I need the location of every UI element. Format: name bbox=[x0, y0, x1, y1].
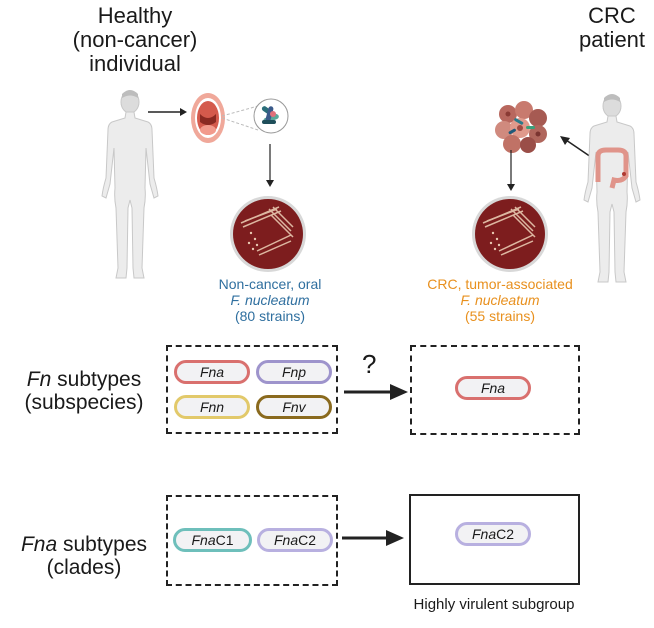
clade-row-label: Fna subtypes (clades) bbox=[4, 533, 164, 579]
healthy-human-icon bbox=[101, 90, 159, 279]
pill-label: Fna bbox=[480, 380, 506, 396]
pill-fna-output: Fna bbox=[455, 376, 531, 400]
crc-title-line: CRC bbox=[588, 3, 636, 28]
pill-label: Fna bbox=[199, 364, 225, 380]
pill-label-italic: Fna bbox=[471, 526, 497, 542]
clade-label-line2: (clades) bbox=[46, 556, 122, 579]
subspecies-label-italic: Fn bbox=[26, 368, 52, 391]
subspecies-label-line2: (subspecies) bbox=[24, 391, 144, 414]
pill-fna-c1: Fna C1 bbox=[173, 528, 252, 552]
pill-fna-c2: Fna C2 bbox=[257, 528, 333, 552]
arrow-clade bbox=[342, 530, 404, 546]
subspecies-label-rest: subtypes bbox=[51, 368, 142, 391]
clade-label-italic: Fna bbox=[20, 533, 58, 556]
pill-label: Fnp bbox=[281, 364, 307, 380]
pill-fna-c2-output: Fna C2 bbox=[455, 522, 531, 546]
arrow-to-plate-left bbox=[266, 144, 274, 187]
pill-fna: Fna bbox=[174, 360, 250, 384]
crc-caption-species: F. nucleatum bbox=[460, 292, 540, 308]
subspecies-input-box: Fna Fnp Fnn Fnv bbox=[166, 345, 338, 434]
clade-output-box: Fna C2 bbox=[409, 494, 580, 585]
healthy-caption-count: (80 strains) bbox=[234, 308, 306, 324]
tumor-cluster-icon bbox=[495, 101, 547, 153]
crc-patient-title: CRC patient bbox=[570, 4, 654, 52]
highly-virulent-caption: Highly virulent subgroup bbox=[413, 596, 575, 613]
healthy-title-line: Healthy bbox=[97, 3, 173, 28]
pill-label-suffix: C1 bbox=[215, 532, 234, 548]
clade-input-box: Fna C1 Fna C2 bbox=[166, 495, 338, 586]
crc-caption-line1: CRC, tumor-associated bbox=[427, 276, 573, 292]
crc-caption: CRC, tumor-associated F. nucleatum (55 s… bbox=[400, 276, 600, 324]
crc-patient-human-icon bbox=[583, 94, 641, 283]
healthy-individual-title: Healthy (non-cancer) individual bbox=[40, 4, 230, 76]
subspecies-output-box: Fna bbox=[410, 345, 580, 435]
crc-title-line: patient bbox=[578, 27, 646, 52]
subspecies-row-label: Fn subtypes (subspecies) bbox=[4, 368, 164, 414]
healthy-caption-line1: Non-cancer, oral bbox=[218, 276, 322, 292]
pill-label-italic: Fna bbox=[191, 532, 216, 548]
open-mouth-icon bbox=[191, 93, 225, 143]
pill-label: Fnv bbox=[282, 399, 306, 415]
arrow-to-plate-right bbox=[507, 150, 515, 191]
question-mark: ? bbox=[362, 349, 377, 379]
healthy-title-line: (non-cancer) bbox=[72, 27, 198, 52]
healthy-caption: Non-cancer, oral F. nucleatum (80 strain… bbox=[170, 276, 370, 324]
pill-label-italic: Fna bbox=[273, 532, 299, 548]
pill-label-suffix: C2 bbox=[298, 532, 317, 548]
petri-dish-icon bbox=[230, 196, 306, 272]
arrow-subspecies bbox=[344, 384, 408, 400]
pill-fnn: Fnn bbox=[174, 395, 250, 419]
pill-fnp: Fnp bbox=[256, 360, 332, 384]
healthy-caption-species: F. nucleatum bbox=[230, 292, 310, 308]
bacteria-magnified-icon bbox=[253, 98, 289, 134]
petri-dish-icon bbox=[472, 196, 548, 272]
healthy-title-line: individual bbox=[89, 51, 181, 76]
clade-label-rest: subtypes bbox=[57, 533, 148, 556]
pill-label: Fnn bbox=[199, 399, 225, 415]
arrow-to-mouth bbox=[148, 108, 187, 116]
magnify-lines bbox=[221, 105, 259, 131]
pill-fnv: Fnv bbox=[256, 395, 332, 419]
crc-caption-count: (55 strains) bbox=[464, 308, 536, 324]
pill-label-suffix: C2 bbox=[496, 526, 515, 542]
